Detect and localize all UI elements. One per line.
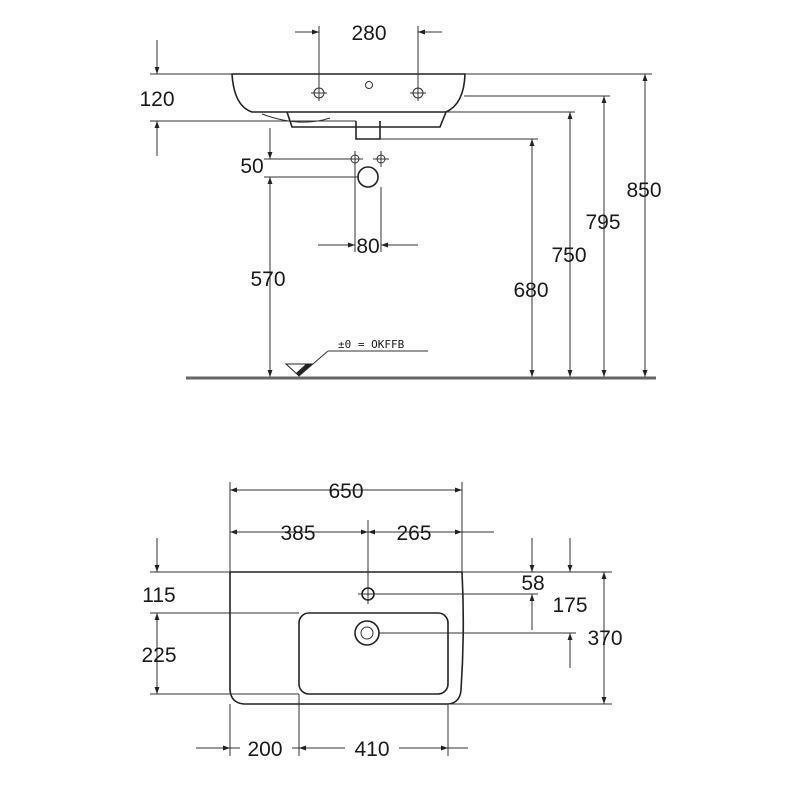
dim-115: 115 — [142, 584, 175, 607]
dim-200: 200 — [247, 738, 282, 761]
dim-175: 175 — [552, 594, 587, 617]
dim-280: 280 — [351, 22, 386, 45]
dim-850: 850 — [626, 179, 661, 202]
dim-120: 120 — [139, 88, 174, 111]
floor-level-marker-icon — [284, 350, 428, 377]
basin-outline-plan — [229, 571, 465, 705]
overflow-hole-icon — [365, 81, 373, 89]
dim-680: 680 — [513, 279, 548, 302]
basin-outline-elevation — [231, 73, 466, 113]
waste-connection-icon — [357, 166, 379, 188]
dim-50: 50 — [240, 155, 263, 178]
bowl-outline-plan — [298, 612, 449, 695]
elevation-view: 280 120 50 80 570 680 750 795 — [139, 22, 662, 380]
dim-385: 385 — [280, 522, 315, 545]
dim-265: 265 — [396, 522, 431, 545]
plan-view: 650 385 265 115 225 58 175 370 — [141, 480, 622, 761]
dim-570: 570 — [250, 268, 285, 291]
tap-hole-plan-icon — [358, 584, 378, 604]
dim-650: 650 — [328, 480, 363, 503]
drain-stub — [355, 121, 381, 140]
floor-reference-note: ±0 = OKFFB — [338, 338, 405, 351]
dim-58: 58 — [521, 572, 544, 595]
dim-410: 410 — [354, 738, 389, 761]
water-connection-right-icon — [373, 151, 389, 167]
dim-795: 795 — [585, 211, 620, 234]
dim-225: 225 — [141, 644, 176, 667]
drain-plan-icon — [354, 620, 380, 646]
dim-370: 370 — [587, 627, 622, 650]
basin-skirt-elevation — [286, 111, 447, 128]
dim-750: 750 — [551, 244, 586, 267]
dim-80: 80 — [356, 235, 379, 258]
